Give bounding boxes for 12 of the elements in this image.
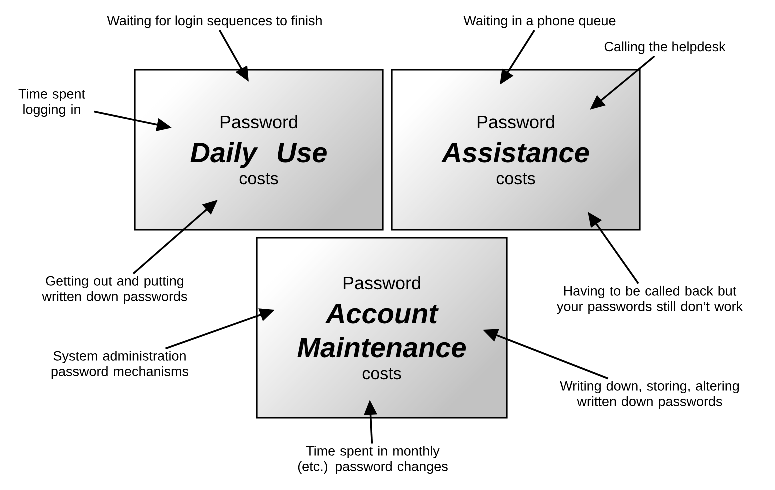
cost-label: Getting out and putting written down passwords — [42, 276, 188, 304]
cost-box: Password Account Maintenance costs — [256, 237, 508, 419]
cost-box: Password Assistance costs — [391, 69, 641, 231]
cost-label: Time spent in monthly (etc.) password changes — [298, 446, 448, 474]
cost-label: Calling the helpdesk — [604, 42, 726, 54]
cost-label: Having to be called back but your passwords still don’t work — [557, 286, 744, 314]
cost-label: Waiting in a phone queue — [464, 16, 616, 28]
cost-label: Writing down, storing, altering written down passwords — [560, 380, 740, 410]
cost-box: Password Daily Use costs — [134, 69, 384, 231]
cost-label: Time spent logging in — [18, 88, 86, 118]
cost-label: System administration password mechanisms — [52, 350, 188, 380]
cost-label: Waiting for login sequences to finish — [107, 16, 322, 28]
